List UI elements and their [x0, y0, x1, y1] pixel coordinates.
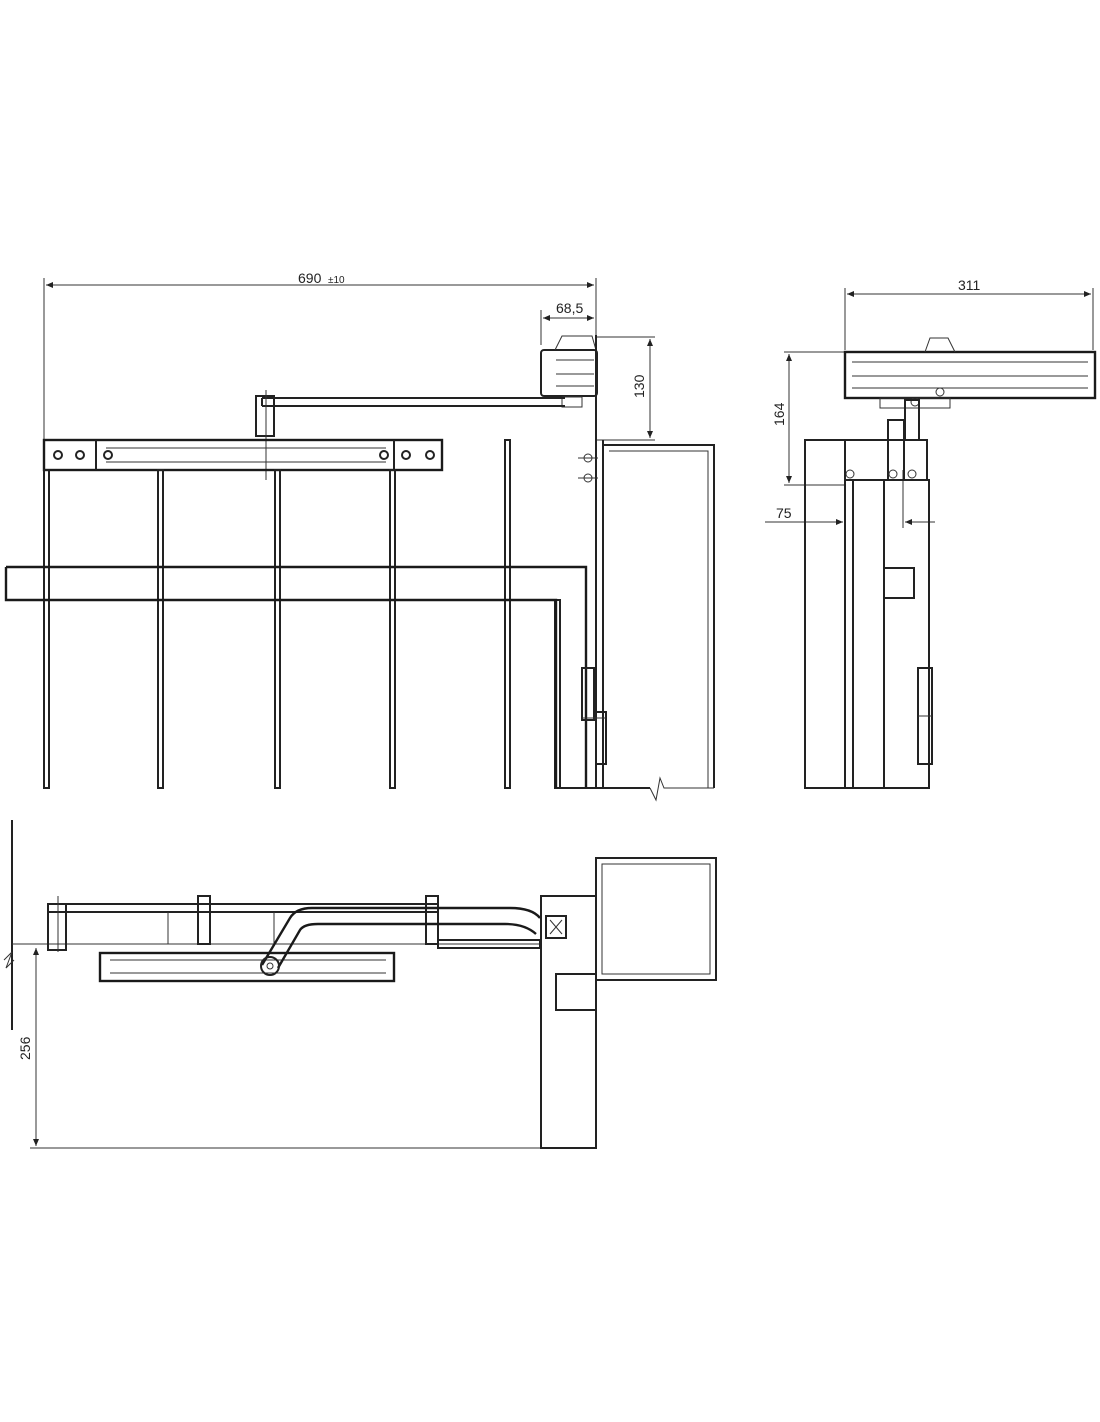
dimension-256: 256: [17, 948, 596, 1149]
top-closer-body: [98, 951, 396, 983]
top-arm: [260, 906, 541, 976]
top-view: 256: [3, 820, 717, 1149]
dimension-690: 690 ±10: [46, 270, 594, 288]
svg-text:75: 75: [776, 505, 792, 521]
top-frame: [540, 857, 717, 1149]
mounting-rail: [42, 438, 444, 472]
dimension-68-5: 68,5: [543, 300, 594, 321]
railing-bars: [43, 439, 561, 789]
door-closer-body: [540, 335, 598, 408]
dimension-311: 311: [844, 277, 1094, 350]
horizontal-beam: [4, 565, 588, 788]
svg-text:690: 690: [298, 270, 322, 286]
side-closer-body: [843, 337, 1097, 409]
svg-text:311: 311: [958, 277, 981, 293]
svg-text:164: 164: [771, 402, 787, 426]
side-bracket: [844, 399, 928, 481]
closer-arm: [255, 390, 565, 480]
hinge: [581, 667, 607, 765]
dimension-75: 75: [765, 470, 935, 528]
side-view: 311 164 75: [765, 277, 1097, 789]
side-hinge: [917, 667, 933, 765]
door-frame: [560, 335, 715, 802]
svg-text:68,5: 68,5: [556, 300, 583, 316]
dimension-164: 164: [771, 351, 845, 486]
side-frame: [804, 439, 930, 789]
svg-text:130: 130: [631, 374, 647, 398]
svg-text:256: 256: [17, 1036, 33, 1060]
front-view: 690 ±10 68,5 130: [4, 270, 715, 802]
svg-text:±10: ±10: [328, 275, 345, 286]
dimension-130: 130: [596, 336, 655, 441]
